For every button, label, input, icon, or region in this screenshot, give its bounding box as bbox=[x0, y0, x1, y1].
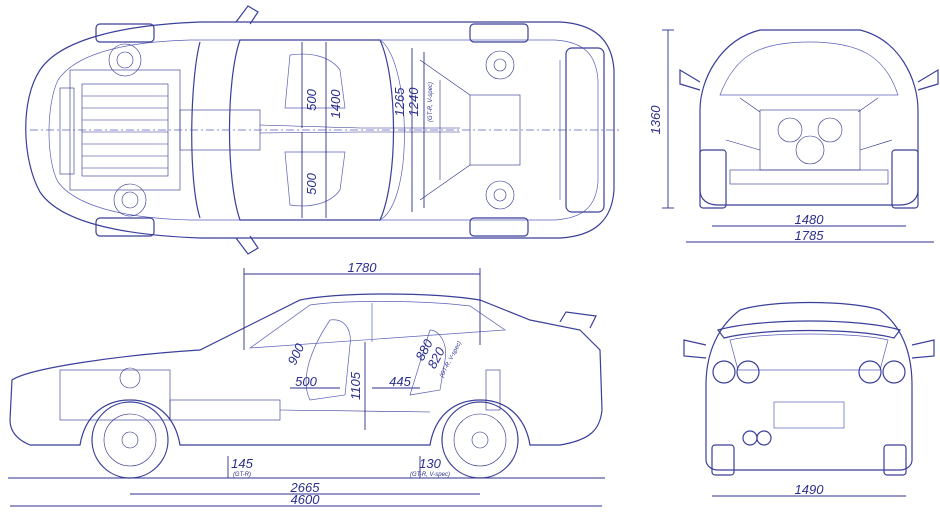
dim-side-rear-clearance-note: (GT-R, V-spec) bbox=[410, 472, 450, 478]
dim-front-track: 1480 bbox=[795, 212, 825, 227]
side-view: 1780 900 500 1105 445 880 820 (GT-R, V-s… bbox=[8, 260, 605, 507]
dim-top-half-b: 500 bbox=[304, 172, 319, 194]
dim-top-cabin-width: 1400 bbox=[328, 89, 343, 119]
dim-side-front-clearance: 145 bbox=[231, 456, 253, 471]
dim-side-length: 4600 bbox=[291, 492, 321, 507]
dim-side-front-clearance-note: (GT-R) bbox=[233, 472, 251, 478]
dim-rear-track: 1490 bbox=[795, 482, 825, 497]
dim-front-height: 1360 bbox=[648, 105, 663, 135]
rear-view: 1490 bbox=[683, 301, 935, 497]
top-view: 500 500 1400 1265 1240 (GT-R, V-spec) bbox=[25, 5, 620, 255]
dim-top-half-a: 500 bbox=[304, 88, 319, 110]
front-view: 1360 1480 1785 bbox=[648, 29, 939, 243]
dim-side-rear-height: 1105 bbox=[348, 371, 363, 400]
dim-top-rear-track-note: (GT-R, V-spec) bbox=[428, 82, 434, 122]
dim-side-wheelbase: 2665 bbox=[290, 480, 321, 495]
dim-top-rear-track-alt: 1240 bbox=[406, 87, 421, 117]
dim-side-rear-clearance: 130 bbox=[419, 456, 441, 471]
dim-side-cabin-length: 1780 bbox=[348, 260, 378, 275]
dim-side-seat-back: 500 bbox=[295, 374, 317, 389]
dim-top-rear-track: 1265 bbox=[392, 87, 407, 117]
dim-front-width: 1785 bbox=[795, 228, 825, 243]
dim-side-rear-seat: 445 bbox=[389, 374, 411, 389]
